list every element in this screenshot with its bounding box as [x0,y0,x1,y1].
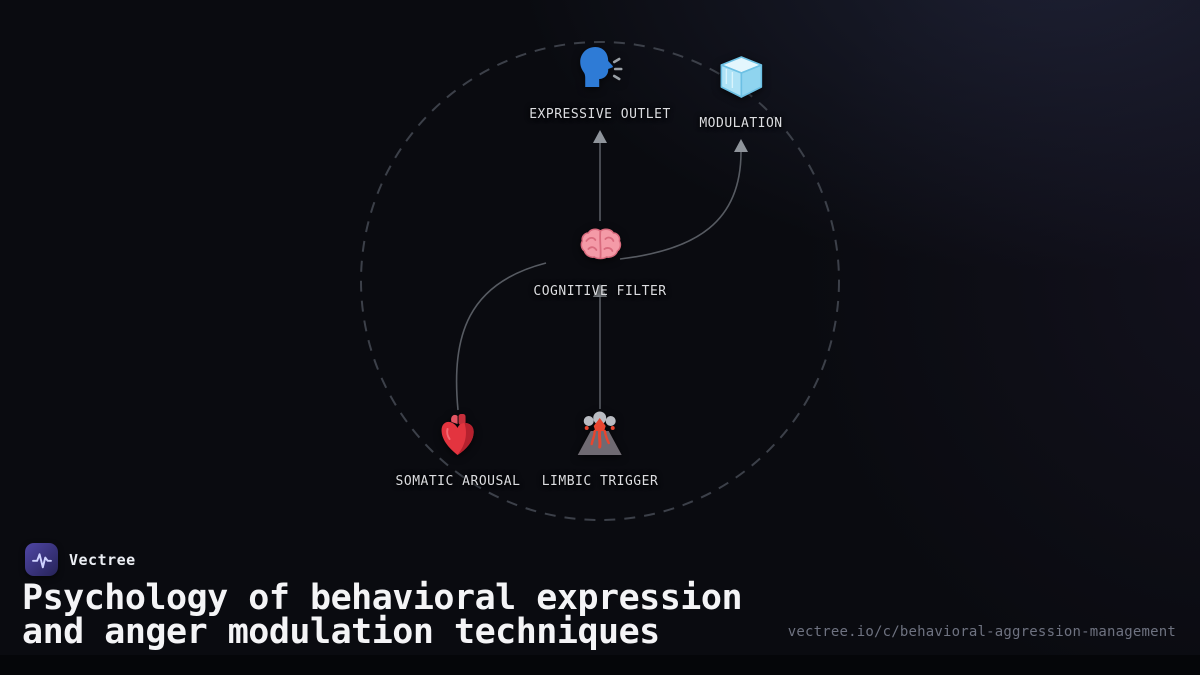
footer-url: vectree.io/c/behavioral-aggression-manag… [787,624,1176,640]
node-label: EXPRESSIVE OUTLET [529,107,671,122]
edge-somatic-to-cognitive [455,262,547,411]
volcano-icon [577,411,622,455]
brand-name: Vectree [69,550,136,569]
node-label: MODULATION [699,116,783,131]
node-label: SOMATIC AROUSAL [395,474,521,489]
node-label: COGNITIVE FILTER [533,284,667,299]
speaking-head-icon [580,47,623,87]
brand: Vectree [25,543,136,576]
arrowhead-icon [593,284,607,297]
node-label: LIMBIC TRIGGER [541,474,659,489]
node-cognitive-filter: COGNITIVE FILTER [533,221,666,299]
waveform-icon [31,552,52,568]
brain-icon [580,228,621,260]
brand-logo [25,543,58,576]
edge-cognitive-to-modulation [619,151,742,260]
ice-cube-icon [720,56,762,98]
page-title-line2: and anger modulation techniques [22,612,660,652]
node-somatic-arousal: SOMATIC AROUSAL [396,411,521,489]
page-title: Psychology of behavioral expression and … [22,578,743,652]
node-limbic-trigger: LIMBIC TRIGGER [542,411,659,489]
node-modulation: MODULATION [699,53,782,131]
heart-icon [442,414,475,455]
arrowhead-icon [593,130,607,143]
dashed-circle [360,41,840,521]
arrowhead-icon [734,139,748,152]
bottom-strip [0,655,1200,675]
node-expressive-outlet: EXPRESSIVE OUTLET [529,44,671,122]
page-title-line1: Psychology of behavioral expression [22,578,743,618]
